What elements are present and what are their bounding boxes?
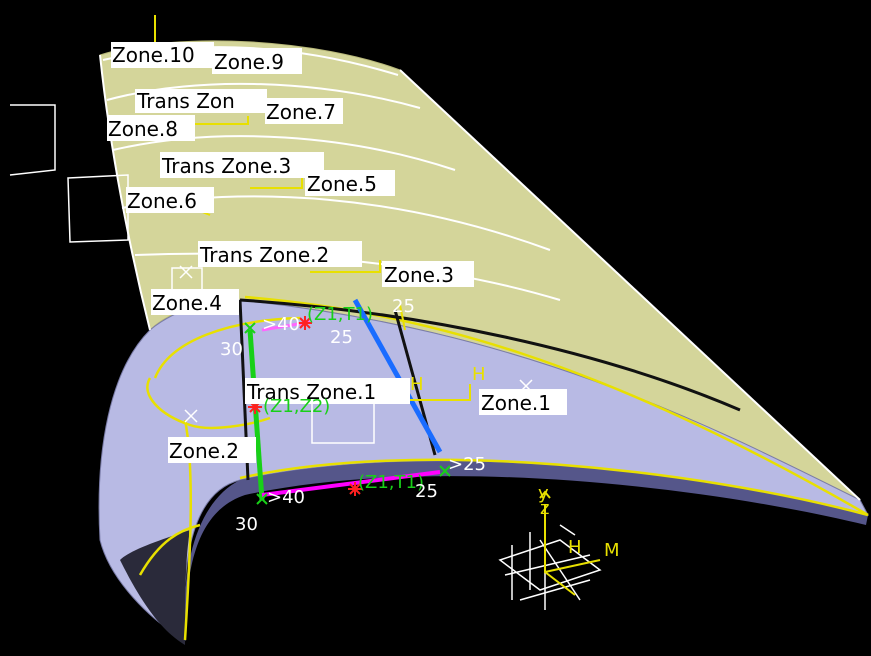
ply-markers bbox=[244, 316, 451, 505]
axis-m-label: M bbox=[604, 540, 620, 561]
zone-labels: Zone.10 Zone.9 Trans Zon Zone.7 Zone.8 T… bbox=[107, 42, 567, 463]
axis-compass[interactable] bbox=[498, 522, 602, 610]
ply-magenta-line-bottom bbox=[261, 470, 441, 497]
lower-dark-gap bbox=[120, 530, 190, 645]
annotation-zone-mark-h2: H bbox=[410, 374, 424, 395]
axis-z-label: z bbox=[540, 498, 549, 519]
zone-10-label[interactable]: Zone.10 bbox=[112, 43, 195, 67]
ply-green-line bbox=[247, 329, 265, 501]
ply-annotations: >40 30 (Z1,T1) 25 25 (Z1,Z2) >40 30 (Z1,… bbox=[220, 296, 486, 535]
zone-8-label[interactable]: Zone.8 bbox=[108, 117, 178, 141]
axis-y-label: y bbox=[538, 483, 549, 504]
annotation-zone-mark-h1: H bbox=[472, 364, 486, 385]
trans-zone-top-label[interactable]: Trans Zon bbox=[136, 89, 235, 113]
trans-zone-1-label[interactable]: Trans Zone.1 bbox=[246, 380, 376, 404]
trans-zone-2-label[interactable]: Trans Zone.2 bbox=[199, 243, 329, 267]
zone-3-label[interactable]: Zone.3 bbox=[384, 263, 454, 287]
annotation-bottom-set: (Z1,T1) bbox=[358, 472, 424, 493]
zone-6-label[interactable]: Zone.6 bbox=[127, 189, 197, 213]
annotation-mid-set: (Z1,Z2) bbox=[263, 396, 330, 417]
zone-7-label[interactable]: Zone.7 bbox=[266, 100, 336, 124]
annotation-top-mid-set: (Z1,T1) bbox=[307, 304, 373, 325]
annotation-bottom-left-num: 30 bbox=[235, 514, 258, 535]
annotation-bottom-left-angle: >40 bbox=[267, 487, 305, 508]
zone-4-label[interactable]: Zone.4 bbox=[152, 291, 222, 315]
zone-2-label[interactable]: Zone.2 bbox=[169, 439, 239, 463]
annotation-top-mid-num: 25 bbox=[330, 327, 353, 348]
zone-5-label[interactable]: Zone.5 bbox=[307, 172, 377, 196]
trans-zone-3-label[interactable]: Trans Zone.3 bbox=[161, 154, 291, 178]
axis-compass-arrows bbox=[539, 490, 601, 596]
axis-h-label: H bbox=[568, 537, 582, 558]
axis-compass-labels: y z H M bbox=[538, 483, 620, 561]
lower-inner-band bbox=[184, 461, 868, 640]
zone-9-label[interactable]: Zone.9 bbox=[214, 50, 284, 74]
annotation-top-left-num: 30 bbox=[220, 339, 243, 360]
zone-1-label[interactable]: Zone.1 bbox=[481, 391, 551, 415]
annotation-top-left-angle: >40 bbox=[262, 314, 300, 335]
ply-blue-line bbox=[352, 298, 443, 454]
annotation-top-right-num: 25 bbox=[392, 296, 415, 317]
annotation-bottom-right-num: 25 bbox=[415, 481, 438, 502]
annotation-bottom-right-angle: >25 bbox=[448, 454, 486, 475]
